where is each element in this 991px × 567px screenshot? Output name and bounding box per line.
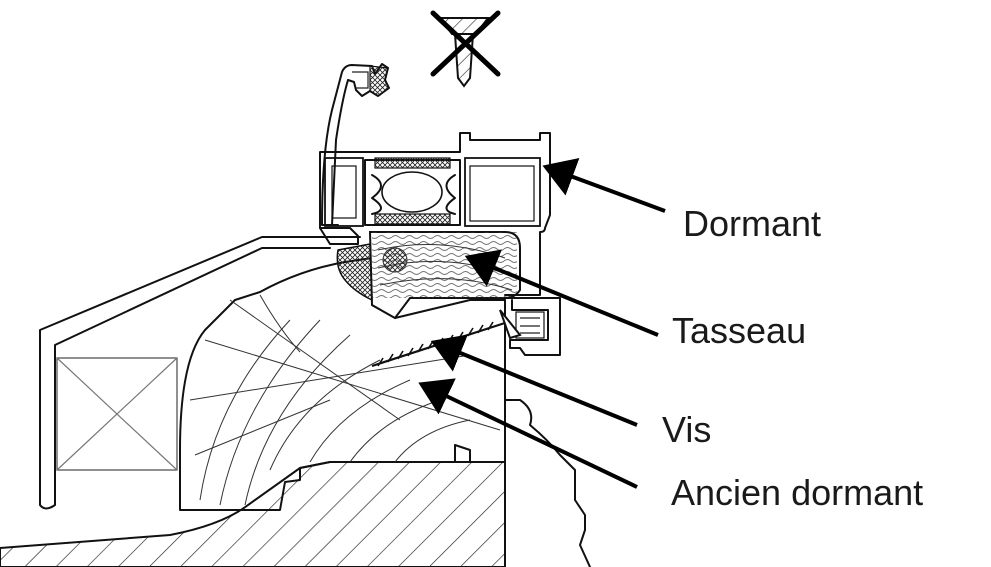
label-tasseau: Tasseau <box>672 310 806 351</box>
label-vis: Vis <box>662 409 711 450</box>
dormant-frame-profile <box>319 132 551 296</box>
insulation-box <box>56 357 178 471</box>
cover-flashing <box>39 236 361 510</box>
arrow-vis <box>430 334 638 427</box>
gasket-profile <box>321 63 390 226</box>
reveal-moulding <box>504 299 591 567</box>
arrow-dormant <box>542 158 666 213</box>
leader-arrows <box>418 158 666 489</box>
clip-profile <box>504 297 561 356</box>
label-dormant: Dormant <box>683 203 821 244</box>
label-ancien-dormant: Ancien dormant <box>671 472 923 513</box>
sealant-joint <box>336 243 373 302</box>
crossed-screw-icon <box>430 10 501 88</box>
arrow-tasseau <box>464 249 659 337</box>
arrow-ancien-dormant <box>418 378 638 489</box>
ancien-dormant-shape <box>179 257 506 511</box>
